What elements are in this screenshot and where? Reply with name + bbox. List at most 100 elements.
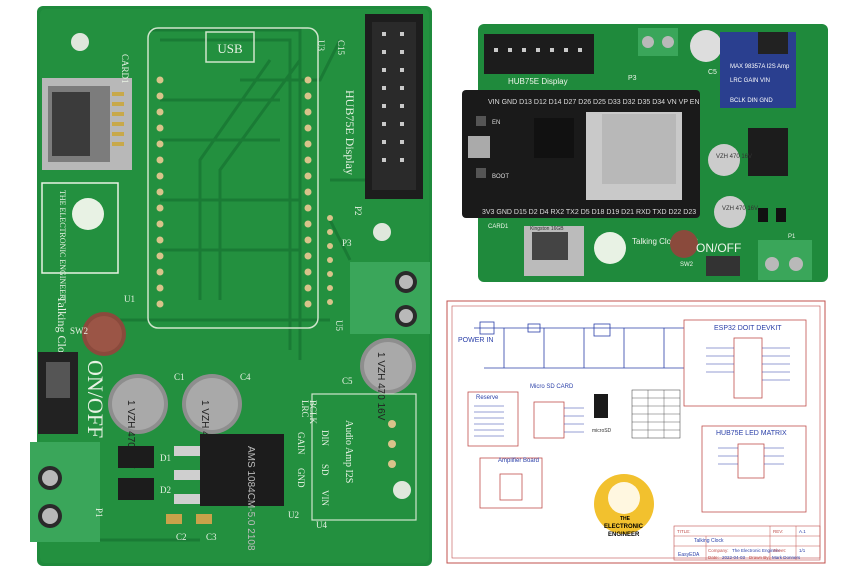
c2-label: C2	[176, 532, 187, 542]
c5-label: C5	[342, 376, 353, 386]
esp32-block-frame	[683, 319, 807, 407]
en-button[interactable]	[476, 116, 486, 126]
logo-frame	[41, 182, 119, 274]
assembled-hub-label: HUB75E Display	[508, 77, 568, 86]
logo-line-1: THE	[620, 516, 631, 522]
amp-block-title: Amplifier Board	[498, 458, 539, 464]
c15-label: C15	[336, 40, 346, 56]
assembled-engineer-logo	[594, 232, 626, 264]
amp-pin-bclk: BCLK	[308, 400, 318, 425]
c5-cap-text: 1 VZH 470 16V	[375, 352, 386, 421]
amp-module-pins: BCLK DIN GND	[730, 98, 773, 104]
u3-label: U3	[316, 40, 326, 51]
p2-label: P2	[353, 206, 363, 216]
sd-card-icon	[594, 394, 608, 418]
diode-d1	[118, 446, 154, 468]
voltage-regulator	[200, 434, 284, 506]
schematic-sheet: POWER IN ESP32 DOIT DEVKIT Reserve Micro…	[444, 298, 828, 566]
esp-footprint-outline	[147, 27, 319, 329]
assembled-hub-connector	[484, 34, 594, 74]
schematic-drawing: POWER IN ESP32 DOIT DEVKIT Reserve Micro…	[446, 300, 826, 564]
easyeda-logo: EasyEDA	[678, 552, 700, 558]
company-value: The Electronic Engineer	[732, 548, 781, 553]
mounting-holes	[71, 33, 411, 499]
capacitor-c3	[196, 514, 212, 524]
sw2-label: SW2	[70, 326, 88, 336]
electronic-engineer-logo	[594, 474, 654, 534]
d1-label: D1	[160, 453, 171, 463]
sheet-value: 1/1	[799, 548, 806, 553]
usb-silk-label: USB	[217, 41, 243, 56]
amp-pin-gain: GAIN	[296, 432, 306, 455]
company-label: Company:	[708, 548, 729, 553]
title-label: TITLE:	[677, 529, 691, 534]
assembled-on-off-silk: ON/OFF	[696, 241, 741, 255]
assembled-c1-cap-text: VZH 470 16V	[722, 206, 758, 212]
rev-label: REV:	[773, 529, 783, 534]
p1-label: P1	[94, 508, 104, 518]
bare-pcb-photo: USB U3 C15 HUB75E Display P2 CARD1 THE E…	[30, 6, 432, 566]
sheet-label: Sheet:	[773, 548, 786, 553]
pin-table	[631, 389, 681, 439]
capacitor-c4	[182, 374, 242, 434]
power-in-title: POWER IN	[458, 337, 493, 344]
assembled-terminal-p1	[758, 240, 812, 280]
assembled-diode-d2	[776, 208, 786, 222]
c1-cap-text: 1 VZH 470 16V	[125, 400, 136, 469]
hub75e-silk-label: HUB75E Display	[343, 90, 357, 175]
reserve-title: Reserve	[476, 395, 499, 401]
esp-pin-row-top: VIN GND D13 D12 D14 D27 D26 D25 D33 D32 …	[488, 99, 700, 106]
u1-label: U1	[124, 294, 135, 304]
audio-amp-silk: Audio Amp I2S	[343, 420, 354, 483]
c1-label: C1	[174, 372, 185, 382]
u5-pins	[327, 215, 333, 305]
p3-label: P3	[342, 238, 352, 248]
regulator-text: AMS 1084CM-5.0 2108	[245, 446, 256, 551]
d2-label: D2	[160, 485, 171, 495]
power-circuit	[474, 321, 684, 369]
amp-module-pins-top: LRC GAIN VIN	[730, 78, 770, 84]
amp-footprint	[311, 393, 417, 521]
c4-label: C4	[240, 372, 251, 382]
diode-d2	[118, 478, 154, 500]
assembled-polyfuse	[670, 230, 698, 258]
hub-block-frame	[701, 425, 807, 513]
assembled-diode-d1	[758, 208, 768, 222]
u2-label: U2	[288, 510, 299, 520]
esp-header-pads-right	[304, 76, 312, 308]
power-terminal-p1	[30, 442, 100, 542]
sd-card-brand: Kingston 16GB	[530, 226, 564, 232]
esp32-block-title: ESP32 DOIT DEVKIT	[714, 325, 782, 332]
rev-value: A.1	[799, 529, 806, 534]
reserve-block-frame	[467, 391, 519, 447]
amp-pin-sd: SD	[320, 464, 330, 476]
amp-module-text: MAX 98357A I2S Amp	[730, 64, 790, 70]
speaker-terminal-p3	[350, 262, 430, 334]
boot-button[interactable]	[476, 168, 486, 178]
assembled-c4-cap-text: VZH 470 16V	[716, 154, 752, 160]
assembled-sw2-label: SW2	[680, 262, 694, 268]
assembled-capacitor-c1	[714, 196, 746, 228]
capacitor-c2	[166, 514, 182, 524]
esp-header-pads-left	[156, 76, 164, 308]
title-block	[673, 525, 821, 561]
assembled-on-off-switch[interactable]	[706, 256, 740, 276]
logo-text: THE ELECTRONIC ENGINEER	[58, 190, 67, 300]
esp-pin-row-bottom: 3V3 GND D15 D2 D4 RX2 TX2 D5 D18 D19 D21…	[482, 209, 696, 216]
amp-pin-vin: VIN	[320, 490, 330, 506]
schematic-border	[446, 300, 826, 564]
card1-label: CARD1	[120, 54, 130, 84]
hub75e-pins	[382, 32, 404, 162]
amp-pin-din: DIN	[320, 430, 330, 446]
u5-label: U5	[334, 320, 344, 331]
assembled-pcb-photo: HUB75E Display P3 C5 MAX 98357A I2S Amp …	[462, 24, 828, 282]
on-off-silk: ON/OFF	[83, 360, 108, 438]
assembled-capacitor-c5	[690, 30, 722, 62]
date-label: Date:	[708, 555, 719, 560]
engineer-logo	[72, 198, 104, 230]
assembled-card1-label: CARD1	[488, 224, 509, 230]
amp-pin-lrc: LRC	[300, 400, 310, 418]
assembled-c5-label: C5	[708, 69, 717, 76]
drawn-label: Drawn By:	[749, 555, 770, 560]
title-value: Talking Clock	[694, 538, 724, 544]
